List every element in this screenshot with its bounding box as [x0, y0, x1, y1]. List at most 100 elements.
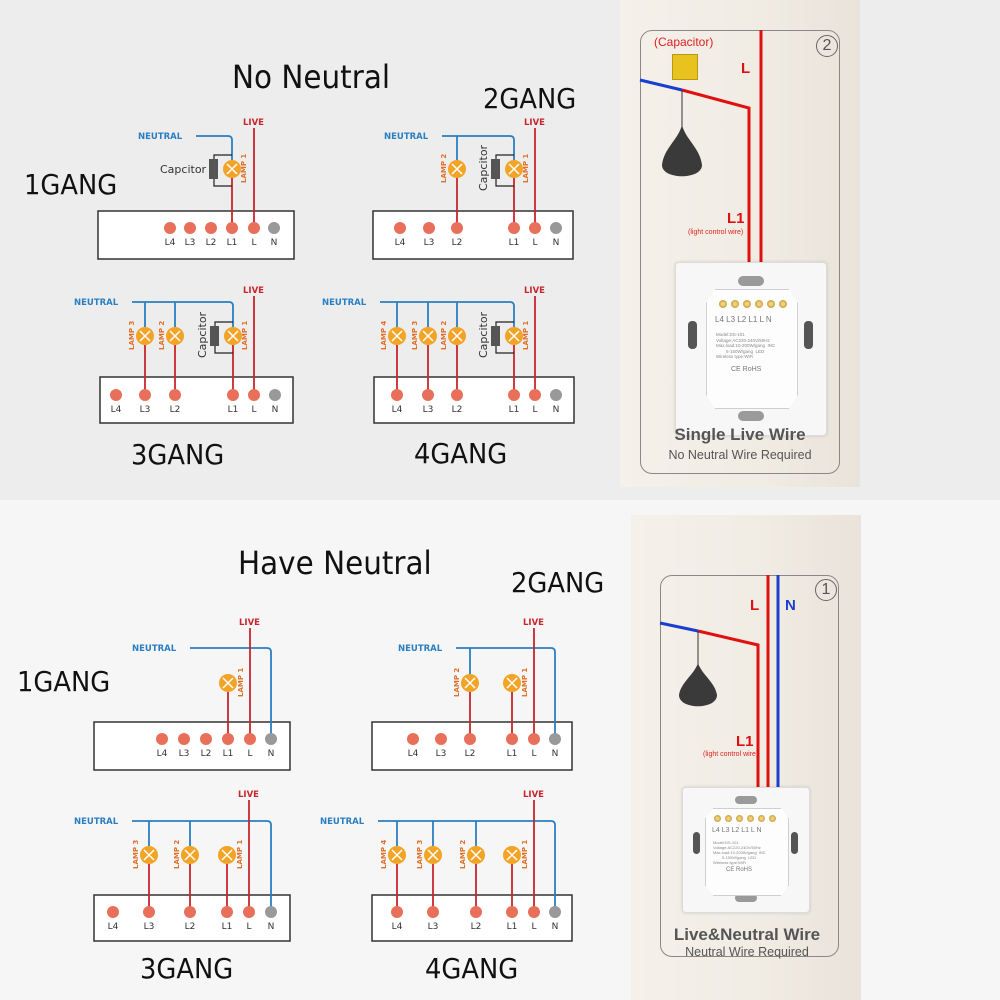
hn-2-lamp-cross-icon [506, 677, 518, 689]
nn-2-live-label: LIVE [524, 118, 545, 128]
hn-4-terminal-l2 [470, 906, 482, 918]
single-live-frame [640, 30, 840, 474]
nn-3gang-label: 3GANG [131, 438, 225, 471]
hn-1-lamp-cross-icon [222, 677, 234, 689]
nn-1-terminal-l2 [205, 222, 217, 234]
hn-1-terminal-label-n: N [268, 749, 275, 759]
nn-1gang-label: 1GANG [24, 168, 118, 201]
nn-1-terminal-l [248, 222, 260, 234]
nn-4-terminal-label-l1: L1 [509, 405, 520, 415]
nn-3-terminal-l3 [139, 389, 151, 401]
single-live-title: Single Live Wire [674, 425, 806, 444]
hn-3gang-label: 3GANG [140, 952, 234, 985]
nn-2-lamp-cross-icon [508, 163, 520, 175]
nn-2-capacitor-icon [491, 159, 500, 179]
nn-1-terminal-l3 [184, 222, 196, 234]
nn-3-switch-box [99, 376, 294, 424]
wire-label-L: L [741, 60, 751, 77]
module-cert-marks: CE RoHS [731, 366, 762, 373]
hn-2-neutral-label: NEUTRAL [398, 644, 443, 654]
nn-3-terminal-l2 [169, 389, 181, 401]
live-neutral-title: Live&Neutral Wire [673, 925, 821, 944]
nn-1-terminal-l4 [164, 222, 176, 234]
nn-3-terminal-label-n: N [272, 405, 279, 415]
nn-1-terminal-label-l2: L2 [206, 238, 217, 248]
hn-3-terminal-l1 [221, 906, 233, 918]
nn-3-terminal-label-l1: L1 [228, 405, 239, 415]
module-terminal-labels: L4 L3 L2 L1 L N [712, 827, 762, 834]
hn-2-terminal-l2 [464, 733, 476, 745]
nn-3-terminal-l4 [110, 389, 122, 401]
nn-1-switch-box [97, 210, 295, 260]
hn-3-terminal-l [243, 906, 255, 918]
nn-2-lamp-label: LAMP 2 [440, 154, 448, 183]
nn-4-switch-box [373, 376, 575, 424]
hn-1-terminal-n [265, 733, 277, 745]
nn-3-live-label: LIVE [243, 286, 264, 296]
nn-2-terminal-label-l3: L3 [424, 238, 435, 248]
hn-1-neutral-wire [190, 647, 272, 739]
nn-4-live-label: LIVE [524, 286, 545, 296]
hn-2-terminal-label-l3: L3 [436, 749, 447, 759]
nn-2-terminal-label-l2: L2 [452, 238, 463, 248]
hn-2-live-label: LIVE [523, 618, 544, 628]
hn-4-terminal-l4 [391, 906, 403, 918]
panel-number-badge: 2 [816, 35, 838, 57]
nn-4-lamp-cross-icon [391, 330, 403, 342]
nn-1-neutral-label: NEUTRAL [138, 132, 183, 142]
nn-1-capacitor-label: Capcitor [160, 163, 207, 176]
nn-4-lamp-cross-icon [422, 330, 434, 342]
hn-2-terminal-n [549, 733, 561, 745]
nn-3-terminal-label-l2: L2 [170, 405, 181, 415]
nn-4-lamp-label: LAMP 4 [380, 321, 388, 350]
hn-1-terminal-label-l: L [247, 749, 252, 759]
hn-1-live-label: LIVE [239, 618, 260, 628]
wire-label-L1-sub: (light control wire) [688, 229, 744, 236]
hn-3-terminal-l3 [143, 906, 155, 918]
nn-2-capacitor-label: Capcitor [477, 144, 490, 191]
nn-3-lamp-cross-icon [139, 330, 151, 342]
nn-1-terminal-n [268, 222, 280, 234]
hn-4-lamp-cross-icon [506, 849, 518, 861]
hn-3-lamp-label: LAMP 2 [173, 840, 181, 869]
nn-1-lamp-label: LAMP 1 [240, 154, 248, 183]
hn-2-terminal-label-l: L [531, 749, 536, 759]
hn-3-lamp-label: LAMP 1 [236, 840, 244, 869]
single-live-subtitle: No Neutral Wire Required [668, 448, 812, 462]
nn-3-neutral-wire [132, 301, 234, 327]
wire-label-L1: L1 [736, 733, 754, 750]
hn-4-terminal-n [549, 906, 561, 918]
wire-label-L1: L1 [727, 210, 745, 227]
neutral-wire-segment [659, 621, 699, 633]
nn-1-live-label: LIVE [243, 118, 264, 128]
nn-4-terminal-label-l2: L2 [452, 405, 463, 415]
nn-3-lamp-cross-icon [227, 330, 239, 342]
l1-wire [681, 88, 751, 295]
capacitor-label: (Capacitor) [654, 35, 714, 49]
nn-4-lamp-cross-icon [451, 330, 463, 342]
nn-3-terminal-label-l4: L4 [111, 405, 122, 415]
nn-4-capacitor-label: Capcitor [477, 311, 490, 358]
nn-4-terminal-label-l4: L4 [392, 405, 403, 415]
hn-4-terminal-label-l3: L3 [428, 922, 439, 932]
wire-label-L1-sub: (light control wire) [703, 751, 759, 758]
switch-back-plate: L4 L3 L2 L1 L N Model:DS-101 Voltage:AC2… [682, 787, 810, 913]
nn-4gang-label: 4GANG [414, 437, 508, 470]
nn-1-terminal-label-n: N [271, 238, 278, 248]
nn-4-lamp-label: LAMP 2 [440, 321, 448, 350]
hn-3-terminal-label-n: N [268, 922, 275, 932]
nn-4-terminal-label-n: N [553, 405, 560, 415]
have-neutral-heading: Have Neutral [238, 544, 432, 582]
nn-4-terminal-l3 [422, 389, 434, 401]
hn-4-switch-box [371, 894, 573, 942]
nn-4-lamp-label: LAMP 3 [411, 321, 419, 350]
nn-4-lamp-label: LAMP 1 [522, 321, 530, 350]
hn-2-lamp-label: LAMP 1 [521, 668, 529, 697]
nn-3-lamp-cross-icon [169, 330, 181, 342]
switch-module: L4 L3 L2 L1 L N Model:DS-101 Voltage:AC2… [706, 289, 798, 409]
nn-4-terminal-label-l: L [532, 405, 537, 415]
nn-3-lamp-label: LAMP 3 [128, 321, 136, 350]
nn-2-terminal-label-n: N [553, 238, 560, 248]
nn-2-terminal-n [550, 222, 562, 234]
